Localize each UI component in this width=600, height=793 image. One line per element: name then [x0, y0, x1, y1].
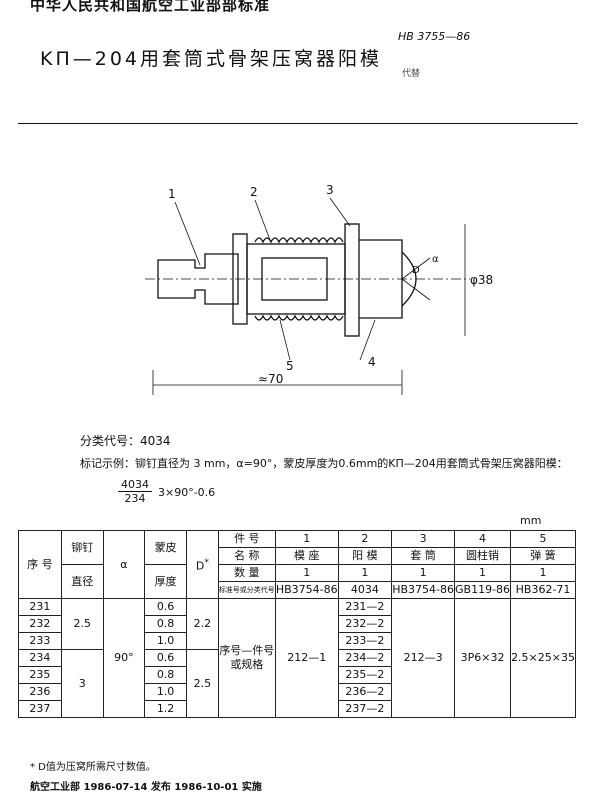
marking-label: 标记示例：	[80, 457, 135, 470]
header-rule	[18, 123, 578, 124]
classification-label: 分类代号：	[80, 434, 141, 448]
organization-header: 中华人民共和国航空工业部部标准	[30, 0, 271, 14]
d-label: D	[412, 265, 420, 276]
callout-3: 3	[326, 183, 334, 197]
alpha-arc	[401, 251, 417, 307]
callout-5: 5	[286, 359, 294, 373]
diameter-label: φ38	[470, 273, 493, 287]
name-label: 名 称	[217, 547, 276, 565]
leader-5	[279, 319, 291, 361]
spec-table: 序 号 铆钉 α 蒙皮 D* 件 号 1 2 3 4 5 名 称 模 座 阳 模…	[18, 530, 576, 718]
spring-top	[254, 237, 344, 244]
table-row: 236 1.0 236—2	[18, 683, 576, 701]
qty-label: 数 量	[217, 564, 276, 582]
publication-line: 航空工业部 1986-07-14 发布 1986-10-01 实施	[30, 782, 262, 793]
col-rivet-1: 铆钉	[60, 530, 104, 565]
marking-fraction: 4034 234	[118, 478, 152, 505]
table-row: 234 3 0.6 2.5 234—2	[18, 649, 576, 718]
assembly-drawing: 1 2 3 4 5 ≈70 φ38 D α	[145, 183, 493, 395]
unit-label: mm	[520, 514, 542, 527]
col-rivet-2: 直径	[60, 564, 104, 599]
leader-2	[254, 199, 271, 241]
right-flange	[344, 223, 360, 337]
callout-4: 4	[368, 355, 376, 369]
classification-line: 分类代号：4034	[80, 432, 171, 449]
spec-label: 序号—件号或规格	[217, 598, 276, 718]
table-row: 231 2.5 90° 0.6 2.2 序号—件号或规格 212—1 231—2…	[18, 598, 576, 718]
shank-part	[157, 253, 239, 305]
alpha-label: α	[432, 254, 439, 265]
marking-example: 标记示例：铆钉直径为 3 mm，α=90°，蒙皮厚度为0.6mm的KП—204用…	[80, 455, 580, 471]
part-no-label: 件 号	[217, 530, 276, 548]
table-row: 237 1.2 237—2	[18, 700, 576, 718]
overall-length: ≈70	[258, 372, 283, 386]
col-alpha: α	[102, 530, 146, 599]
marking-text: 铆钉直径为 3 mm，α=90°，蒙皮厚度为0.6mm的KП—204用套筒式骨架…	[135, 457, 568, 470]
leader-4	[359, 319, 376, 361]
col-seq: 序 号	[18, 530, 62, 599]
leader-3	[329, 197, 351, 227]
document-title: KП—204用套筒式骨架压窝器阳模	[40, 48, 383, 70]
replaces-label: 代替	[402, 69, 421, 79]
standard-code: HB 3755—86	[398, 30, 471, 43]
fraction-bottom: 234	[124, 492, 146, 505]
col-skin-1: 蒙皮	[144, 530, 188, 565]
fraction-top: 4034	[118, 478, 152, 492]
col-skin-2: 厚度	[144, 564, 188, 599]
leader-1	[174, 201, 201, 266]
callout-2: 2	[250, 185, 258, 199]
callout-1: 1	[168, 187, 176, 201]
std-label: 标准号或分类代号	[217, 581, 276, 599]
col-d: D*	[186, 530, 219, 599]
classification-value: 4034	[140, 434, 171, 448]
footnote: * D值为压窝所需尺寸数值。	[30, 762, 156, 773]
marking-suffix: 3×90°-0.6	[158, 486, 216, 499]
spring-bottom	[254, 314, 344, 321]
table-row: 232 0.8 232—2	[18, 615, 576, 633]
